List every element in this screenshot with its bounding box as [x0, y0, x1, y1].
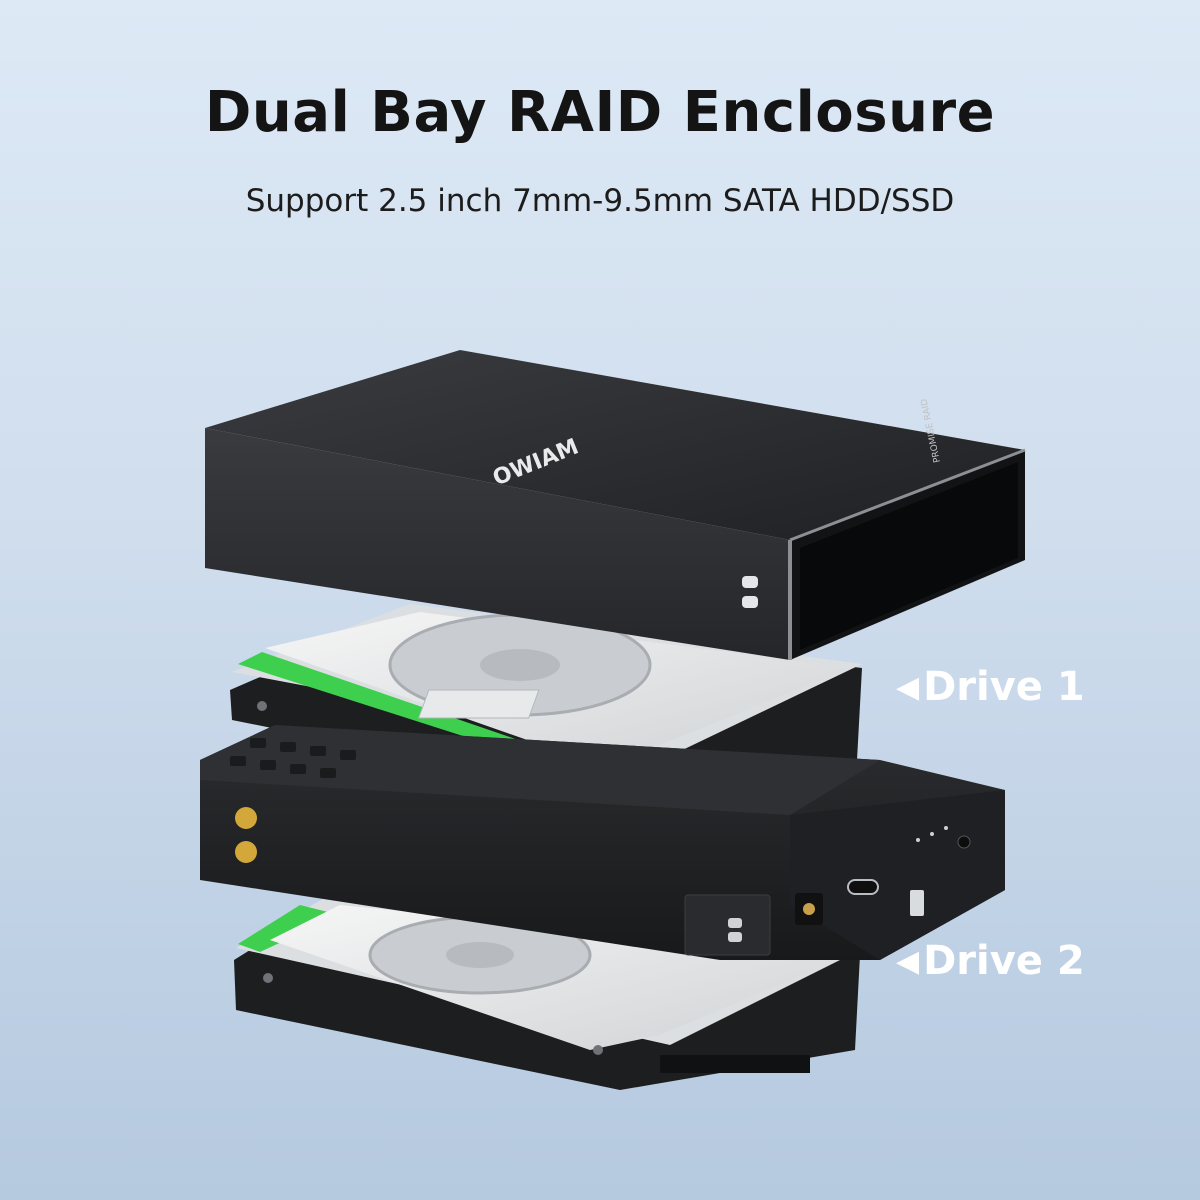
hdd2-led-icon — [742, 596, 758, 608]
page-title: Dual Bay RAID Enclosure — [204, 80, 996, 145]
usb-c-port-icon — [847, 879, 879, 895]
enclosure-tray — [200, 725, 1005, 960]
drive-1-label: ◀Drive 1 — [896, 664, 1085, 710]
drive-2-green-stripe — [238, 905, 340, 952]
hdd1-led-icon — [742, 576, 758, 588]
screw-icon — [235, 841, 257, 863]
left-arrow-icon: ◀ — [896, 944, 920, 979]
reset-button-icon — [957, 835, 971, 849]
screw-icon — [235, 807, 257, 829]
drive-1-label-text: Drive 1 — [923, 664, 1085, 710]
enclosure-cover: MAIWO PROMISE RAID — [205, 350, 1026, 660]
left-arrow-icon: ◀ — [896, 670, 920, 705]
page-subtitle: Support 2.5 inch 7mm-9.5mm SATA HDD/SSD — [245, 183, 955, 219]
raid-switch-icon — [910, 890, 924, 916]
drive-2-label-text: Drive 2 — [923, 938, 1085, 984]
drive-2-label: ◀Drive 2 — [896, 938, 1085, 984]
